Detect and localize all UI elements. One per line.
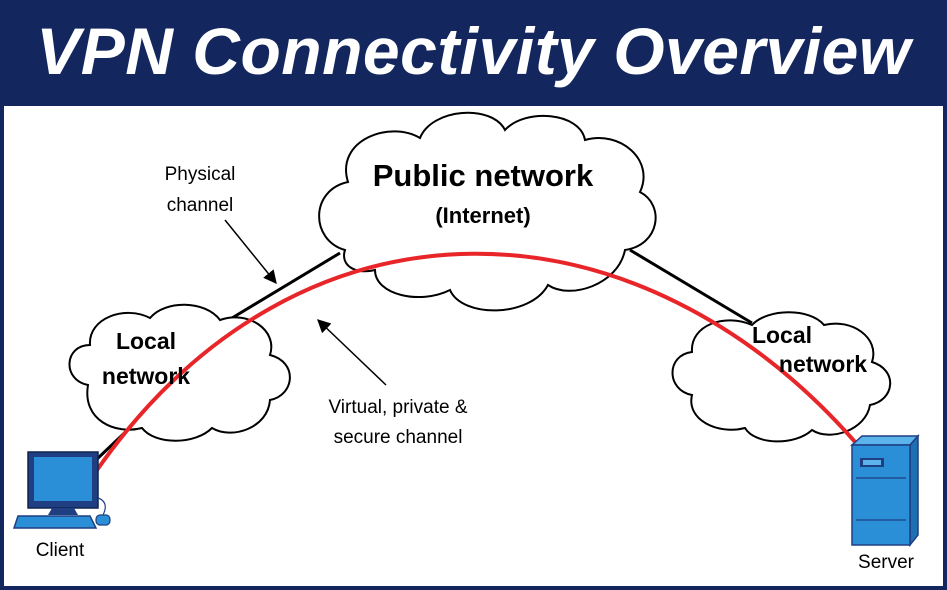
vpn-channel-arc <box>95 251 864 472</box>
internet-label: (Internet) <box>435 203 530 228</box>
physical-channel-arrow <box>224 219 277 285</box>
client-label: Client <box>36 540 85 561</box>
virtual-channel-label-1: Virtual, private & <box>328 397 467 418</box>
page-title: VPN Connectivity Overview <box>36 14 911 88</box>
physical-link-right <box>629 248 753 325</box>
server-tower-icon <box>850 434 920 548</box>
virtual-channel-arrow <box>317 319 387 386</box>
local-network-right-label-1: Local <box>752 322 812 348</box>
title-banner: VPN Connectivity Overview <box>0 0 947 106</box>
local-network-cloud-right <box>671 311 892 443</box>
local-network-right-label-2: network <box>779 351 867 377</box>
physical-channel-label-2: channel <box>167 195 234 216</box>
virtual-channel-label-2: secure channel <box>334 427 463 448</box>
server-label: Server <box>858 552 915 573</box>
local-network-left-label-1: Local <box>116 328 176 354</box>
local-network-left-label-2: network <box>102 363 190 389</box>
physical-link-left <box>231 251 341 320</box>
public-network-label: Public network <box>373 158 594 193</box>
desktop-computer-icon <box>12 451 111 529</box>
physical-channel-label-1: Physical <box>165 164 236 185</box>
